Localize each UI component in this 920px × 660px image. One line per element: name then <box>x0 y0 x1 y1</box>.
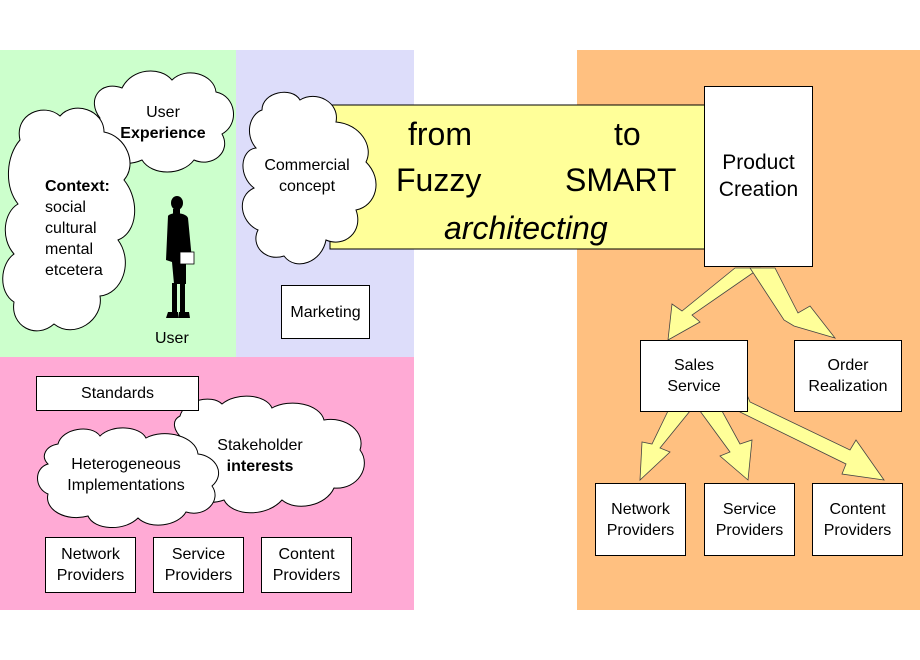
user-experience-line1: User <box>146 104 180 121</box>
marketing-label: Marketing <box>290 303 361 321</box>
order-realization-line1: Order <box>827 357 869 374</box>
banner-smart: SMART <box>565 162 677 198</box>
right-service-line2: Providers <box>715 521 784 539</box>
arrow-to-network-providers <box>639 410 691 481</box>
left-service-providers-box: Service Providers <box>153 537 244 593</box>
right-service-line1: Service <box>722 500 777 518</box>
order-realization-line2: Realization <box>808 378 888 395</box>
cloud-heterogeneous-text: Heterogeneous Implementations <box>54 454 198 496</box>
sales-service-line2: Service <box>667 378 721 395</box>
commercial-line1: Commercial <box>264 157 350 174</box>
person-silhouette-icon <box>166 196 195 318</box>
right-content-providers-box: Content Providers <box>812 483 903 556</box>
stakeholder-line1: Stakeholder <box>217 437 303 454</box>
sales-service-box: Sales Service <box>640 340 748 412</box>
right-content-line2: Providers <box>823 521 892 539</box>
left-content-line1: Content <box>278 546 335 563</box>
right-network-line1: Network <box>611 500 670 518</box>
cloud-commercial-concept <box>241 91 377 265</box>
right-network-providers-box: Network Providers <box>595 483 686 556</box>
cloud-context-text: Context: social cultural mental etcetera <box>45 176 110 281</box>
arrow-to-sales-service <box>667 267 762 341</box>
marketing-box: Marketing <box>281 285 370 339</box>
stakeholder-line2: interests <box>226 458 294 475</box>
left-content-providers-box: Content Providers <box>261 537 352 593</box>
arrow-to-order-realization <box>749 267 837 339</box>
product-creation-line2: Creation <box>718 178 799 201</box>
banner-architecting: architecting <box>444 210 608 246</box>
user-label: User <box>155 330 189 347</box>
cloud-commercial-text: Commercial concept <box>252 155 362 197</box>
left-network-line1: Network <box>61 546 120 563</box>
standards-box: Standards <box>36 376 199 411</box>
product-creation-box: Product Creation <box>704 86 813 267</box>
context-line-etcetera: etcetera <box>45 262 103 279</box>
left-service-line1: Service <box>171 546 226 563</box>
cloud-context <box>2 107 136 332</box>
context-line-mental: mental <box>45 241 94 258</box>
context-title: Context: <box>45 178 110 195</box>
cloud-heterogeneous-implementations <box>37 427 219 529</box>
banner-fuzzy: Fuzzy <box>396 162 482 198</box>
standards-label: Standards <box>81 385 154 402</box>
banner-from: from <box>408 116 472 152</box>
sales-service-line1: Sales <box>673 357 714 374</box>
heterogeneous-line1: Heterogeneous <box>71 456 181 473</box>
user-experience-line2: Experience <box>120 125 206 142</box>
arrow-to-service-providers <box>699 410 753 481</box>
heterogeneous-line2: Implementations <box>67 477 185 494</box>
order-realization-box: Order Realization <box>794 340 902 412</box>
left-content-line2: Providers <box>272 567 341 584</box>
context-line-cultural: cultural <box>45 220 97 237</box>
banner-to: to <box>614 116 641 152</box>
context-line-social: social <box>45 199 86 216</box>
fuzzy-to-smart-banner <box>329 104 706 250</box>
right-service-providers-box: Service Providers <box>704 483 795 556</box>
product-creation-line1: Product <box>722 151 795 174</box>
cloud-user-experience-text: User Experience <box>120 102 206 144</box>
left-network-providers-box: Network Providers <box>45 537 136 593</box>
cloud-stakeholder-text: Stakeholder interests <box>208 435 312 477</box>
commercial-line2: concept <box>278 178 336 195</box>
arrow-to-content-providers <box>739 377 885 481</box>
right-network-line2: Providers <box>606 521 675 539</box>
left-network-line2: Providers <box>56 567 125 584</box>
right-content-line1: Content <box>829 500 886 518</box>
left-service-line2: Providers <box>164 567 233 584</box>
